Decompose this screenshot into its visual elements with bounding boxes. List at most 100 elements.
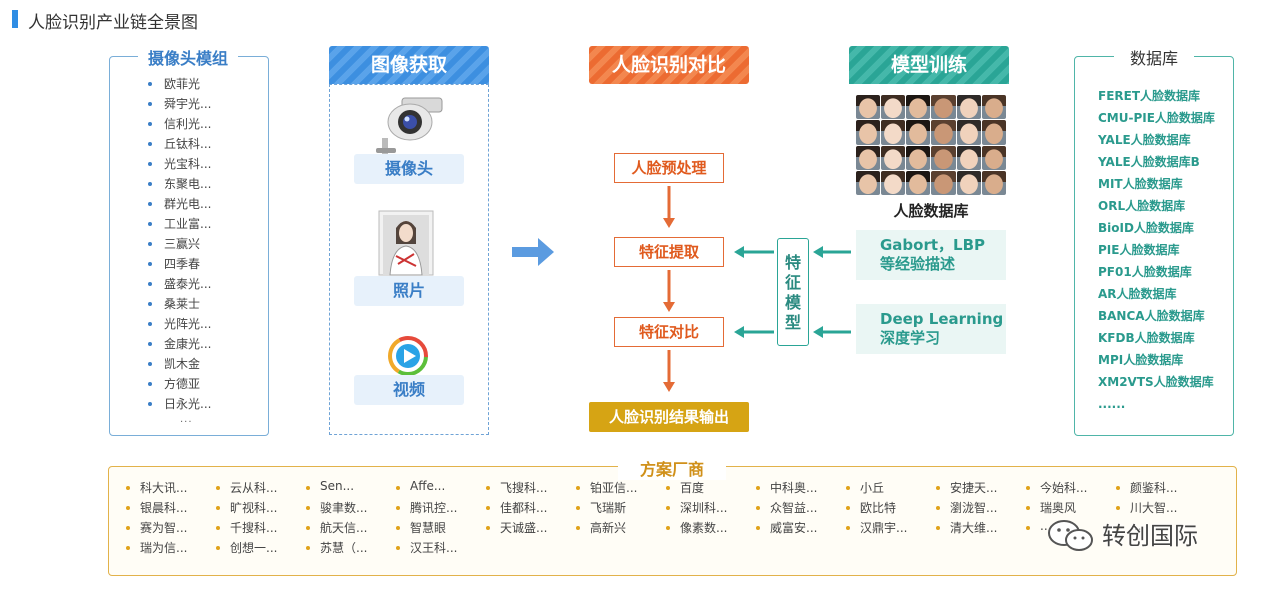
- face-thumbnail: [956, 120, 981, 145]
- camera-vendor-item: 四季春: [148, 254, 211, 274]
- down-arrow-icon: [663, 186, 675, 228]
- vendor-item: 科大讯...: [126, 479, 187, 496]
- camera-vendor-item: 日永光...: [148, 394, 211, 414]
- face-grid-image: [856, 95, 1006, 195]
- face-database-label: 人脸数据库: [893, 202, 969, 220]
- camera-icon: [372, 94, 446, 158]
- face-thumbnail: [981, 95, 1006, 120]
- face-thumbnail: [956, 95, 981, 120]
- vendor-item: 今始科...: [1026, 479, 1087, 496]
- left-arrow-icon: [734, 326, 774, 338]
- face-thumbnail: [881, 120, 906, 145]
- camera-vendor-item: 桑莱士: [148, 294, 211, 314]
- method-empirical-line2: 等经验描述: [880, 255, 956, 273]
- camera-vendor-item: 欧菲光: [148, 74, 211, 94]
- acquisition-panel: [329, 84, 489, 435]
- database-item: BioID人脸数据库: [1098, 221, 1194, 235]
- right-arrow-icon: [512, 237, 554, 271]
- left-arrow-icon: [813, 246, 851, 258]
- vendor-item: 佳都科...: [486, 499, 547, 516]
- vendor-item: 航天信...: [306, 519, 367, 536]
- face-thumbnail: [856, 120, 881, 145]
- vendor-item: Affe...: [396, 479, 445, 493]
- vendor-item: 清大维...: [936, 519, 997, 536]
- vendor-item: 瀏泷智...: [936, 499, 997, 516]
- camera-vendor-item: 信利光...: [148, 114, 211, 134]
- vendor-item: ...: [1116, 519, 1141, 533]
- camera-vendor-item: 舜宇光...: [148, 94, 211, 114]
- face-thumbnail: [931, 95, 956, 120]
- vendor-item: 飞搜科...: [486, 479, 547, 496]
- face-thumbnail: [981, 145, 1006, 170]
- camera-vendor-item: 三赢兴: [148, 234, 211, 254]
- vendor-item: ...: [1026, 519, 1051, 533]
- camera-module-title: 摄像头模组: [138, 45, 238, 69]
- camera-vendor-item: 东聚电...: [148, 174, 211, 194]
- vendor-item: 中科奥...: [756, 479, 817, 496]
- method-deep-learning-line1: Deep Learning: [880, 310, 1004, 328]
- vendor-item: 汉鼎宇...: [846, 519, 907, 536]
- title-accent-bar: [12, 10, 18, 28]
- vendor-item: 安捷天...: [936, 479, 997, 496]
- camera-vendor-item: 工业富...: [148, 214, 211, 234]
- face-thumbnail: [881, 95, 906, 120]
- photo-icon: [378, 210, 434, 280]
- vendor-item: 川大智...: [1116, 499, 1177, 516]
- vendor-item: 深圳科...: [666, 499, 727, 516]
- database-item: MIT人脸数据库: [1098, 177, 1183, 191]
- camera-vendor-item: 光阵光...: [148, 314, 211, 334]
- step-result-output: 人脸识别结果输出: [589, 402, 749, 432]
- vendor-item: 云从科...: [216, 479, 277, 496]
- vendor-item: 旷视科...: [216, 499, 277, 516]
- vendor-item: 创想一...: [216, 539, 277, 556]
- vendor-item: 智慧眼: [396, 519, 446, 536]
- vendor-item: 瑞奥风: [1026, 499, 1076, 516]
- camera-vendor-item: 金康光...: [148, 334, 211, 354]
- left-arrow-icon: [734, 246, 774, 258]
- vendor-item: 腾讯控...: [396, 499, 457, 516]
- database-item: PIE人脸数据库: [1098, 243, 1180, 257]
- camera-vendor-item: 丘钛科...: [148, 134, 211, 154]
- vendor-item: 像素数...: [666, 519, 727, 536]
- database-item: YALE人脸数据库: [1098, 133, 1191, 147]
- vendor-item: 赛为智...: [126, 519, 187, 536]
- camera-module-more: ...: [180, 414, 193, 425]
- video-icon: [386, 336, 430, 380]
- database-item: YALE人脸数据库B: [1098, 155, 1200, 169]
- vendor-item: Sen...: [306, 479, 354, 493]
- acquisition-header: 图像获取: [329, 46, 489, 84]
- vendor-item: 千搜科...: [216, 519, 277, 536]
- process-header: 人脸识别对比: [589, 46, 749, 84]
- training-header: 模型训练: [849, 46, 1009, 84]
- face-thumbnail: [931, 145, 956, 170]
- method-deep-learning: Deep Learning 深度学习: [856, 304, 1006, 354]
- watermark-text: 转创国际: [1102, 522, 1198, 550]
- wechat-icon: [1046, 518, 1098, 558]
- database-item: BANCA人脸数据库: [1098, 309, 1205, 323]
- feature-model-box: 特征模型: [777, 238, 809, 346]
- database-item: AR人脸数据库: [1098, 287, 1177, 301]
- database-item: ......: [1098, 397, 1126, 411]
- face-thumbnail: [931, 170, 956, 195]
- vendor-item: 苏慧（...: [306, 539, 367, 556]
- database-item: PF01人脸数据库: [1098, 265, 1192, 279]
- acquisition-label-photo: 照片: [354, 276, 464, 306]
- acquisition-label-video: 视频: [354, 375, 464, 405]
- camera-vendor-item: 光宝科...: [148, 154, 211, 174]
- face-thumbnail: [906, 145, 931, 170]
- face-thumbnail: [906, 170, 931, 195]
- camera-vendor-item: 方德亚: [148, 374, 211, 394]
- face-thumbnail: [856, 95, 881, 120]
- face-thumbnail: [906, 95, 931, 120]
- database-item: CMU-PIE人脸数据库: [1098, 111, 1215, 125]
- left-arrow-icon: [813, 326, 851, 338]
- vendor-item: 铂亚信...: [576, 479, 637, 496]
- page-title: 人脸识别产业链全景图: [28, 13, 198, 33]
- acquisition-label-camera: 摄像头: [354, 154, 464, 184]
- face-thumbnail: [956, 170, 981, 195]
- vendor-item: 众智益...: [756, 499, 817, 516]
- step-feature-compare: 特征对比: [614, 317, 724, 347]
- database-item: MPI人脸数据库: [1098, 353, 1184, 367]
- vendor-item: 飞瑞斯: [576, 499, 626, 516]
